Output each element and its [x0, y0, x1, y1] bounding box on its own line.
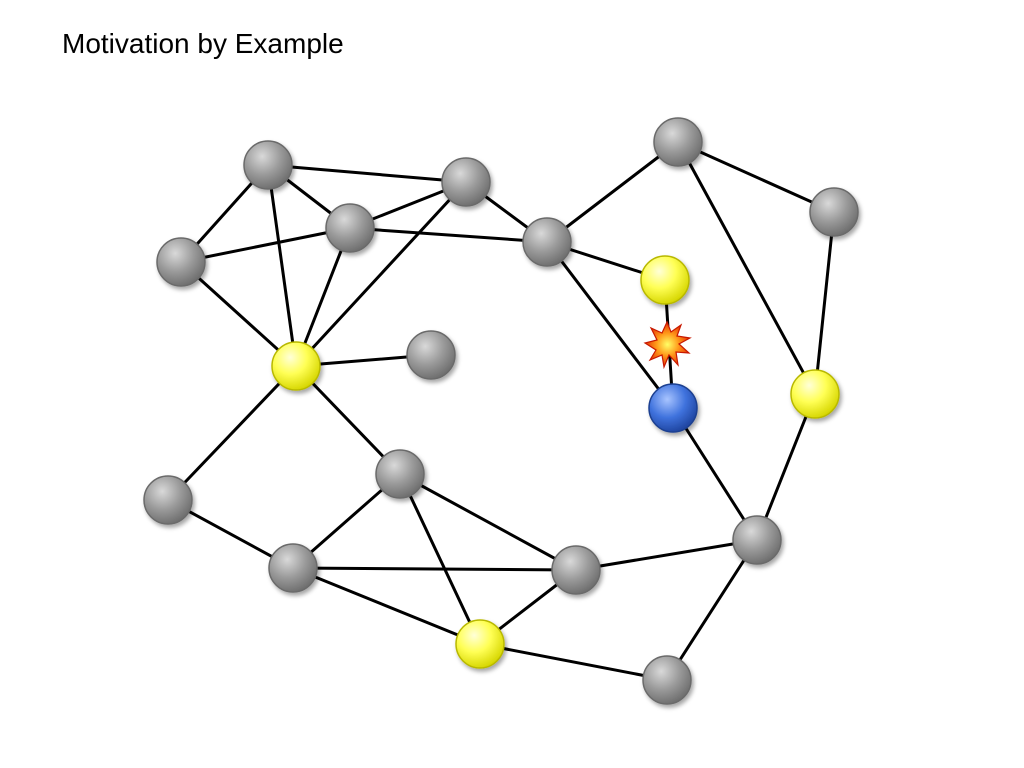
edge — [676, 140, 836, 214]
edge — [545, 140, 680, 244]
edge — [545, 240, 675, 410]
edge — [755, 392, 817, 542]
explosion-burst-icon — [643, 320, 692, 370]
edge — [671, 406, 759, 542]
graph-node-gray — [522, 217, 572, 267]
edge — [179, 260, 298, 368]
graph-node-gray — [441, 157, 491, 207]
graph-node-gray — [143, 475, 193, 525]
graph-node-yellow — [640, 255, 690, 305]
graph-node-gray — [156, 237, 206, 287]
graph-node-yellow — [455, 619, 505, 669]
edge — [398, 472, 482, 646]
slide-title: Motivation by Example — [62, 28, 344, 59]
edge — [665, 538, 759, 682]
edge — [266, 163, 298, 368]
edge — [676, 140, 817, 396]
edge — [813, 210, 836, 396]
graph-node-yellow — [271, 341, 321, 391]
edge — [294, 180, 468, 368]
graph-node-blue — [648, 383, 698, 433]
graph-node-yellow — [790, 369, 840, 419]
nodes — [143, 117, 859, 705]
edge — [478, 642, 669, 682]
graph-node-gray — [809, 187, 859, 237]
edge — [294, 364, 402, 476]
graph-node-gray — [325, 203, 375, 253]
graph-node-gray — [243, 140, 293, 190]
edge — [266, 163, 468, 184]
graph-node-gray — [268, 543, 318, 593]
edge — [574, 538, 759, 572]
edge — [348, 226, 549, 244]
edge — [398, 472, 578, 572]
graph-node-gray — [551, 545, 601, 595]
edge — [291, 566, 578, 572]
edge — [179, 226, 352, 264]
graph-node-gray — [375, 449, 425, 499]
graph-node-gray — [642, 655, 692, 705]
edges — [166, 140, 836, 682]
edge — [166, 364, 298, 502]
graph-node-gray — [406, 330, 456, 380]
edge — [291, 566, 482, 646]
graph-node-gray — [653, 117, 703, 167]
graph-node-gray — [732, 515, 782, 565]
